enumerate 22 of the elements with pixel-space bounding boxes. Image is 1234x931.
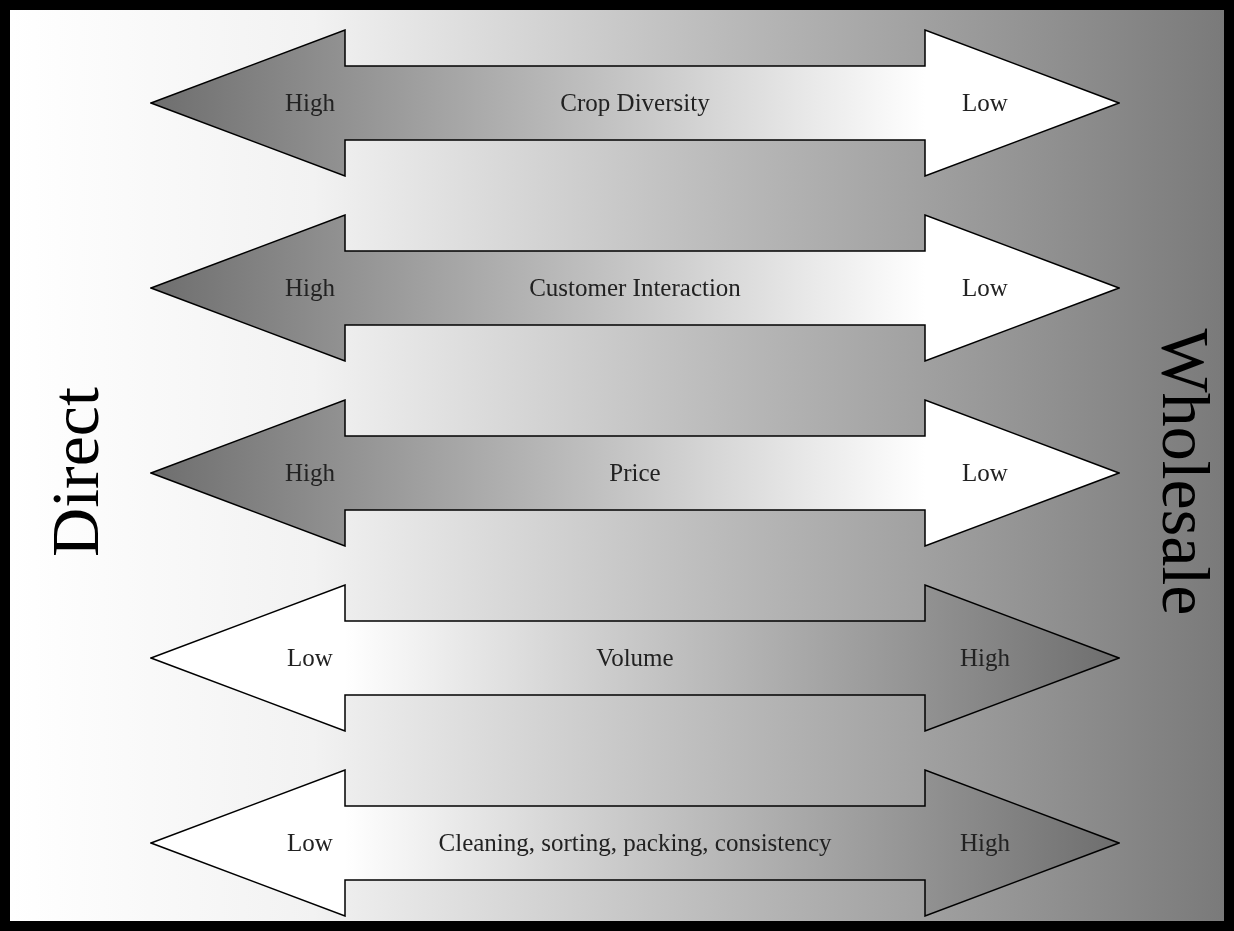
range-end-label: High <box>960 644 1010 672</box>
axis-label: Volume <box>596 644 674 672</box>
range-end-label: Low <box>962 459 1008 487</box>
axis-label: Cleaning, sorting, packing, consistency <box>438 829 832 857</box>
scale-band <box>150 29 1120 177</box>
range-end-label: Low <box>287 644 333 672</box>
range-end-label: Low <box>962 89 1008 117</box>
range-end-label: Low <box>962 274 1008 302</box>
side-label: Direct <box>35 387 114 557</box>
range-end-label: High <box>960 829 1010 857</box>
range-end-label: Low <box>287 829 333 857</box>
scale-band <box>150 769 1120 917</box>
range-end-label: High <box>285 89 335 117</box>
axis-label: Price <box>609 459 661 487</box>
scale-band <box>150 214 1120 362</box>
range-end-label: High <box>285 274 335 302</box>
axis-label: Customer Interaction <box>529 274 741 302</box>
scale-band <box>150 399 1120 547</box>
scale-band <box>150 584 1120 732</box>
side-label: Wholesale <box>1146 328 1225 616</box>
range-end-label: High <box>285 459 335 487</box>
axis-label: Crop Diversity <box>560 89 710 117</box>
